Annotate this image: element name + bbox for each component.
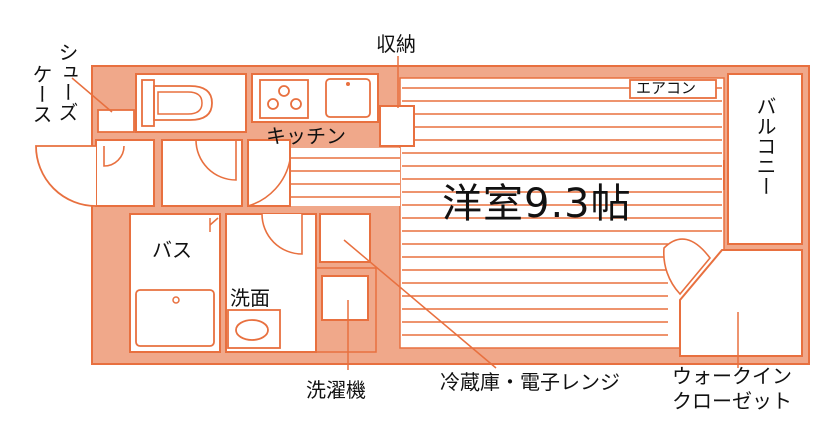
label-walkin-1: ウォークイン bbox=[672, 364, 792, 388]
sink bbox=[325, 78, 371, 118]
corridor-lines bbox=[290, 157, 400, 198]
toilet-room bbox=[135, 73, 247, 133]
shoe-case bbox=[97, 109, 135, 133]
label-kitchen: キッチン bbox=[266, 124, 346, 148]
entrance-door-swing bbox=[35, 145, 97, 207]
entrance-area bbox=[95, 139, 291, 207]
washroom bbox=[225, 213, 317, 353]
flooring-lines bbox=[402, 87, 722, 336]
kitchen-counter bbox=[251, 73, 379, 123]
bathroom bbox=[129, 213, 221, 353]
label-balcony: バルコニー bbox=[753, 96, 777, 196]
label-walkin-2: クローゼット bbox=[672, 389, 792, 413]
label-fridge-microwave: 冷蔵庫・電子レンジ bbox=[440, 370, 620, 394]
label-aircon: エアコン bbox=[636, 79, 697, 97]
room-size-label: 洋室9.3帖 bbox=[442, 181, 632, 227]
washer-box bbox=[321, 275, 369, 321]
balcony bbox=[723, 73, 803, 245]
western-room bbox=[399, 77, 725, 349]
storage-box bbox=[379, 105, 415, 147]
label-storage: 収納 bbox=[376, 32, 416, 56]
aircon-unit bbox=[629, 79, 717, 99]
label-bath: バス bbox=[152, 238, 192, 262]
walk-in-closet bbox=[663, 238, 803, 368]
label-shoe-case-2: ケース bbox=[29, 64, 53, 124]
label-washer: 洗濯機 bbox=[306, 378, 366, 402]
stove bbox=[259, 79, 309, 119]
label-shoe-case-1: シューズ bbox=[55, 42, 79, 122]
label-washroom: 洗面 bbox=[230, 286, 270, 310]
